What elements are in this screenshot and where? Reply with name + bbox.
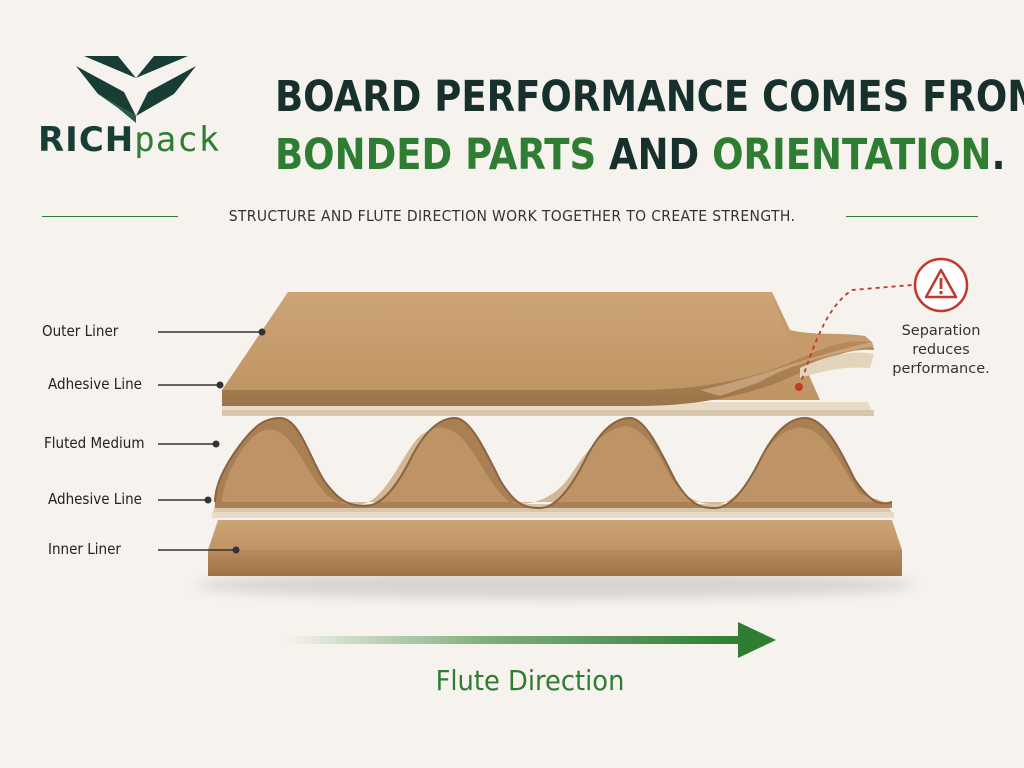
headline-orientation: ORIENTATION <box>712 130 992 180</box>
warning-line3: performance. <box>892 361 990 377</box>
brand-name: RICHpack <box>38 120 220 160</box>
separation-point <box>795 383 803 391</box>
subtitle: STRUCTURE AND FLUTE DIRECTION WORK TOGET… <box>228 207 796 225</box>
headline-and: AND <box>596 130 713 180</box>
label-lower-adhesive-line: Adhesive Line <box>48 490 142 508</box>
brand-name-pack: pack <box>134 120 221 160</box>
corrugated-board-diagram <box>158 284 915 658</box>
warning-triangle-icon <box>913 257 969 313</box>
diamond-logo-icon <box>76 56 196 123</box>
brand-logo <box>76 56 196 123</box>
headline-line1: BOARD PERFORMANCE COMES FROM <box>275 72 1024 122</box>
inner-liner <box>208 520 902 576</box>
headline-line2: BONDED PARTS AND ORIENTATION. <box>275 126 1006 184</box>
headline-period: . <box>991 130 1006 180</box>
warning-line2: reduces <box>912 342 970 358</box>
label-fluted-medium: Fluted Medium <box>44 434 145 452</box>
outer-liner <box>222 292 874 406</box>
warning-line1: Separation <box>901 323 981 339</box>
divider-right <box>846 216 978 217</box>
label-inner-liner: Inner Liner <box>48 540 121 558</box>
right-arrow-icon <box>282 622 776 658</box>
label-upper-adhesive-line: Adhesive Line <box>48 375 142 393</box>
board-shadow <box>195 571 915 599</box>
label-outer-liner: Outer Liner <box>42 322 119 340</box>
separation-warning-text: Separation reduces performance. <box>876 322 1006 379</box>
headline-bonded-parts: BONDED PARTS <box>275 130 597 180</box>
divider-left <box>42 216 178 217</box>
brand-name-rich: RICH <box>38 120 135 160</box>
separation-callout-line <box>798 284 913 388</box>
headline: BOARD PERFORMANCE COMES FROM BONDED PART… <box>275 68 1024 184</box>
flute-direction-label: Flute Direction <box>435 664 625 697</box>
fluted-medium <box>214 416 893 510</box>
label-leaders <box>158 328 266 554</box>
